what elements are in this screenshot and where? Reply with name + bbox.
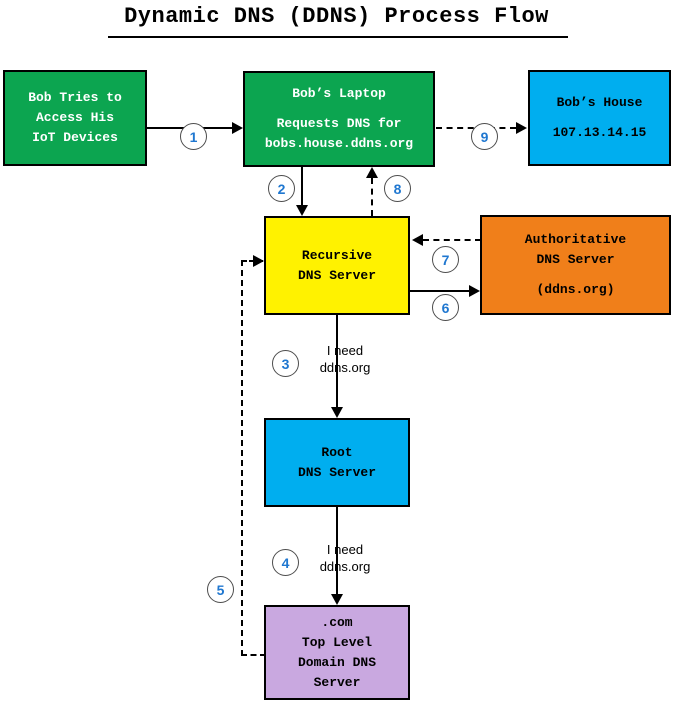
node-tld-dns-server[interactable]: .com Top Level Domain DNS Server [264, 605, 410, 700]
edge-4-line [336, 507, 338, 594]
node-bob-tries-to-access[interactable]: Bob Tries to Access His IoT Devices [3, 70, 147, 166]
edge-7-line [423, 239, 481, 241]
node-authoritative-dns-server[interactable]: Authoritative DNS Server (ddns.org) [480, 215, 671, 315]
node-recursive-dns-server[interactable]: Recursive DNS Server [264, 216, 410, 315]
edge-6-line [410, 290, 469, 292]
edge-9-arrowhead [516, 122, 527, 134]
step-badge-3: 3 [272, 350, 299, 377]
node-line: Domain DNS [297, 654, 376, 670]
node-line: Access His [35, 110, 114, 125]
edge-1-arrowhead [232, 122, 243, 134]
step-badge-5: 5 [207, 576, 234, 603]
edge-8-line [371, 178, 373, 216]
node-bobs-laptop[interactable]: Bob’s Laptop Requests DNS for bobs.house… [243, 71, 435, 167]
step-badge-8: 8 [384, 175, 411, 202]
edge-5-line-horizontal-top [241, 260, 263, 262]
step-badge-6: 6 [432, 294, 459, 321]
node-line: bobs.house.ddns.org [264, 136, 414, 151]
node-line: Bob’s Laptop [292, 86, 386, 101]
edge-3-line [336, 315, 338, 407]
edge-5-line-horizontal-bottom [241, 654, 266, 656]
node-line: DNS Server [536, 252, 615, 267]
node-line: .com [321, 614, 353, 630]
edge-5-arrowhead [253, 255, 264, 267]
node-bobs-house[interactable]: Bob’s House 107.13.14.15 [528, 70, 671, 166]
edge-3-arrowhead [331, 407, 343, 418]
node-line: IoT Devices [32, 130, 118, 145]
step-badge-7: 7 [432, 246, 459, 273]
node-ip-address: 107.13.14.15 [552, 125, 647, 140]
node-line: Authoritative [524, 232, 627, 247]
edge-5-line-vertical [241, 260, 243, 656]
title-underline [108, 36, 568, 38]
edge-7-arrowhead [412, 234, 423, 246]
node-line: Requests DNS for [276, 116, 402, 131]
node-line: Root [321, 444, 353, 460]
step-badge-2: 2 [268, 175, 295, 202]
step-badge-9: 9 [471, 123, 498, 150]
edge-8-arrowhead [366, 167, 378, 178]
step-badge-1: 1 [180, 123, 207, 150]
node-line: Server [313, 674, 361, 690]
node-line: Recursive [301, 247, 373, 263]
edge-label-step-3: I need ddns.org [319, 343, 371, 375]
node-domain: (ddns.org) [536, 282, 615, 297]
node-line: Bob Tries to [28, 90, 122, 105]
node-line: DNS Server [297, 267, 376, 283]
edge-6-arrowhead [469, 285, 480, 297]
node-line: Top Level [301, 634, 373, 650]
edge-4-arrowhead [331, 594, 343, 605]
page-title: Dynamic DNS (DDNS) Process Flow [124, 4, 549, 29]
edge-2-line [301, 167, 303, 205]
node-line: Bob’s House [556, 95, 643, 110]
edge-2-arrowhead [296, 205, 308, 216]
edge-label-step-4: I need ddns.org [319, 542, 371, 574]
step-badge-4: 4 [272, 549, 299, 576]
node-root-dns-server[interactable]: Root DNS Server [264, 418, 410, 507]
node-line: DNS Server [297, 464, 376, 480]
